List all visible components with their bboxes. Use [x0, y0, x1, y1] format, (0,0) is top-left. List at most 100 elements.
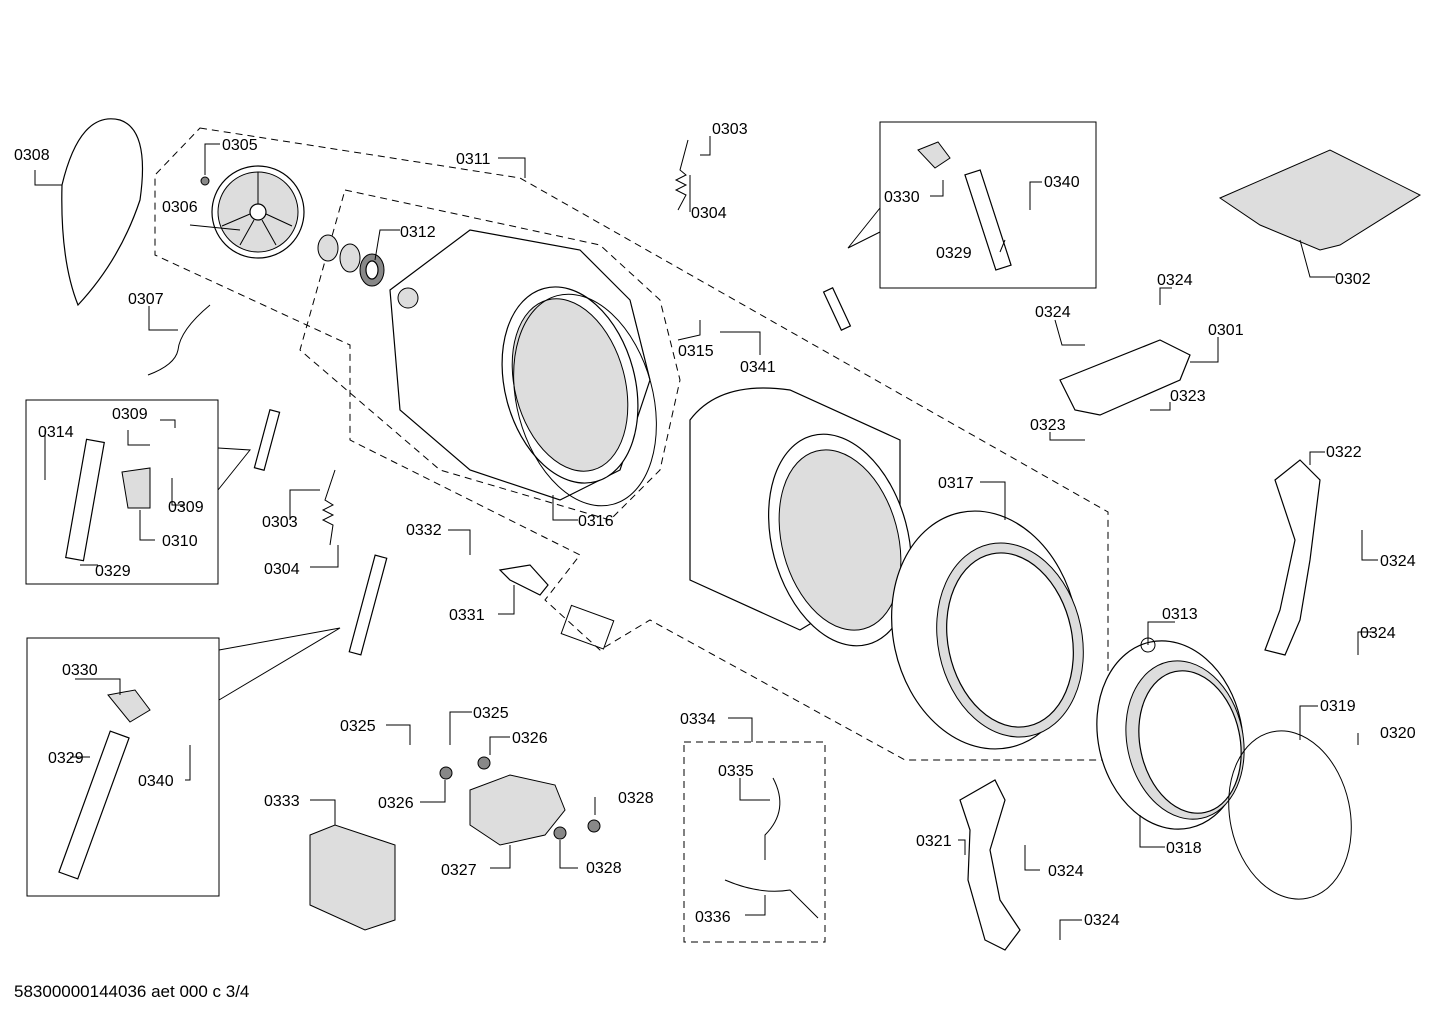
- shock-absorber-top-icon: [964, 169, 1012, 271]
- label-0335: 0335: [718, 763, 754, 780]
- shock-absorber-small-icon: [822, 287, 852, 331]
- rear-tub-inner-outline: [299, 189, 681, 521]
- label-0328-a: 0328: [618, 790, 654, 807]
- drive-belt-icon: [61, 118, 143, 307]
- label-0308: 0308: [14, 147, 50, 164]
- label-0336: 0336: [695, 909, 731, 926]
- label-0324-e: 0324: [1048, 863, 1084, 880]
- label-0334: 0334: [680, 711, 716, 728]
- label-0332: 0332: [406, 522, 442, 539]
- bracket-top-icon: [917, 141, 951, 169]
- document-reference-footer: 58300000144036 aet 000 c 3/4: [14, 982, 250, 1001]
- label-0324-c: 0324: [1380, 553, 1416, 570]
- cable-0336-icon: [724, 879, 819, 919]
- shock-absorber-bottom-icon: [348, 554, 388, 656]
- inset-pointer-middle: [217, 447, 251, 491]
- inset-box-left-middle: [25, 399, 219, 585]
- label-0329-left: 0329: [95, 563, 131, 580]
- label-0325-a: 0325: [340, 718, 376, 735]
- label-0307: 0307: [128, 291, 164, 308]
- label-0325-b: 0325: [473, 705, 509, 722]
- label-0316: 0316: [578, 513, 614, 530]
- label-0324-f: 0324: [1084, 912, 1120, 929]
- warning-label-icon: [560, 604, 615, 650]
- heater-icon: [498, 564, 549, 596]
- label-0327: 0327: [441, 862, 477, 879]
- label-0303-top: 0303: [712, 121, 748, 138]
- label-0329-bottom: 0329: [48, 750, 84, 767]
- label-0301: 0301: [1208, 322, 1244, 339]
- motor-icon: [469, 774, 566, 846]
- label-0304-mid: 0304: [264, 561, 300, 578]
- bearing-set-icon: [317, 234, 385, 287]
- counterweight-icon: [1059, 339, 1191, 416]
- label-0302: 0302: [1335, 271, 1371, 288]
- cable-set-outline: [683, 741, 826, 943]
- side-counterweight-right-icon: [1264, 459, 1321, 656]
- label-0330-bottom: 0330: [62, 662, 98, 679]
- inset-pointer-bottom: [218, 627, 341, 701]
- label-0310: 0310: [162, 533, 198, 550]
- label-0341: 0341: [740, 359, 776, 376]
- label-0340-top: 0340: [1044, 174, 1080, 191]
- label-0324-b: 0324: [1035, 304, 1071, 321]
- shock-absorber-mid-icon: [253, 408, 281, 472]
- door-seal-icon: [1096, 640, 1245, 830]
- label-0305: 0305: [222, 137, 258, 154]
- label-0328-b: 0328: [586, 860, 622, 877]
- hardware-bag-icon: [1218, 149, 1422, 251]
- label-0326-a: 0326: [512, 730, 548, 747]
- label-0322: 0322: [1326, 444, 1362, 461]
- label-0326-b: 0326: [378, 795, 414, 812]
- label-0324-a: 0324: [1157, 272, 1193, 289]
- label-0317: 0317: [938, 475, 974, 492]
- nut-icon: [439, 766, 453, 780]
- label-0315: 0315: [678, 343, 714, 360]
- shock-absorber-left-icon: [65, 438, 105, 562]
- label-0303-mid: 0303: [262, 514, 298, 531]
- nut-icon-2: [477, 756, 491, 770]
- inset-pointer-top: [847, 207, 881, 249]
- label-0320: 0320: [1380, 725, 1416, 742]
- label-0319: 0319: [1320, 698, 1356, 715]
- label-0331: 0331: [449, 607, 485, 624]
- clamp-ring-icon: [1228, 730, 1352, 900]
- label-0312: 0312: [400, 224, 436, 241]
- label-0314: 0314: [38, 424, 74, 441]
- label-0333: 0333: [264, 793, 300, 810]
- pulley-icon: [211, 165, 305, 259]
- label-0311: 0311: [456, 151, 491, 168]
- pulley-screw-icon: [200, 176, 210, 186]
- label-0340-bottom: 0340: [138, 773, 174, 790]
- label-0304-top: 0304: [691, 205, 727, 222]
- spring-mid-icon: [321, 469, 336, 546]
- bracket-inset-icon: [107, 689, 151, 723]
- label-0321: 0321: [916, 833, 952, 850]
- label-0309-top: 0309: [112, 406, 148, 423]
- tub-seal-ring-icon: [513, 293, 657, 507]
- label-0313: 0313: [1162, 606, 1198, 623]
- label-0306: 0306: [162, 199, 198, 216]
- label-0330-top: 0330: [884, 189, 920, 206]
- drum-icon: [689, 387, 912, 647]
- tub-group-outline: [154, 127, 1109, 761]
- label-0318: 0318: [1166, 840, 1202, 857]
- nut-icon-3: [587, 819, 601, 833]
- spring-top-icon: [674, 139, 689, 211]
- cable-0335-icon: [764, 777, 781, 860]
- shock-absorber-inset-icon: [58, 730, 130, 880]
- inset-box-left-bottom: [26, 637, 220, 897]
- front-tub-icon: [891, 510, 1084, 750]
- sensor-cable-icon: [147, 304, 211, 376]
- bracket-left-icon: [121, 467, 151, 509]
- nut-icon-4: [553, 826, 567, 840]
- rear-tub-icon: [389, 229, 651, 501]
- label-0324-d: 0324: [1360, 625, 1396, 642]
- label-0323-b: 0323: [1030, 417, 1066, 434]
- leader-lines: [34, 136, 1378, 940]
- side-counterweight-bottom-icon: [959, 779, 1021, 951]
- label-0309-bottom: 0309: [168, 499, 204, 516]
- inset-box-top-right: [879, 121, 1097, 289]
- motor-control-module-icon: [309, 824, 396, 931]
